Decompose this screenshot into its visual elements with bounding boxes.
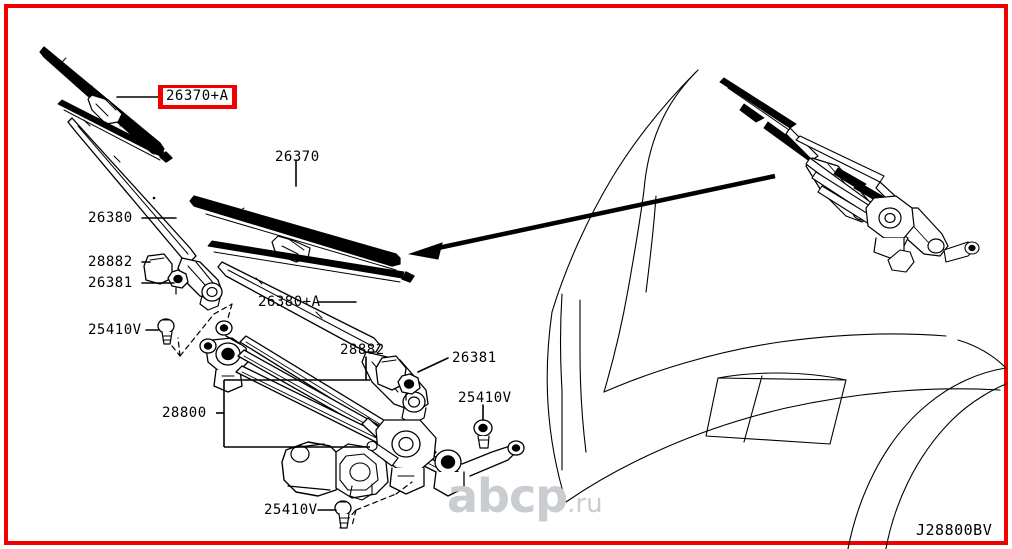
diagram-code: J28800BV bbox=[916, 521, 993, 539]
screw-25410v-bottom bbox=[334, 500, 352, 529]
vehicle-body-outline bbox=[546, 69, 1007, 549]
wiper-blade-26370 bbox=[189, 195, 415, 283]
part-label-26380-a[interactable]: 26380+A bbox=[258, 294, 321, 310]
part-label-26380[interactable]: 26380 bbox=[88, 210, 133, 226]
part-label-26381-left[interactable]: 26381 bbox=[88, 275, 133, 291]
site-watermark: abcp.ru bbox=[447, 473, 603, 519]
leader-bracket-28800 bbox=[216, 379, 370, 448]
installation-arrow bbox=[408, 173, 776, 260]
watermark-tld: .ru bbox=[567, 489, 603, 519]
screw-25410v-center bbox=[473, 419, 493, 449]
screw-25410v-upper-left bbox=[157, 318, 175, 345]
part-label-26370-a-highlighted[interactable]: 26370+A bbox=[158, 85, 237, 109]
part-label-26370[interactable]: 26370 bbox=[275, 149, 320, 165]
installed-wiper-assembly bbox=[719, 77, 980, 273]
wiper-blade-26370a bbox=[39, 46, 173, 163]
arm-nut-26381-center bbox=[397, 373, 421, 401]
part-label-25410v-center[interactable]: 25410V bbox=[458, 390, 512, 406]
part-label-28882-center[interactable]: 28882 bbox=[340, 342, 385, 358]
watermark-brand: abcp bbox=[447, 469, 568, 523]
part-label-28882-left[interactable]: 28882 bbox=[88, 254, 133, 270]
wiper-linkage-assembly-28800 bbox=[199, 320, 525, 501]
part-label-25410v-bottom[interactable]: 25410V bbox=[264, 502, 318, 518]
part-label-26370-a-text: 26370+A bbox=[163, 88, 232, 105]
part-label-28800[interactable]: 28800 bbox=[162, 405, 207, 421]
leader-26381-center bbox=[417, 357, 449, 373]
wiper-arm-26380 bbox=[67, 117, 223, 311]
part-label-25410v-upper-left[interactable]: 25410V bbox=[88, 322, 142, 338]
part-label-26381-center[interactable]: 26381 bbox=[452, 350, 497, 366]
alignment-dashes-upper bbox=[171, 303, 233, 357]
arm-cap-28882-left bbox=[143, 253, 173, 285]
